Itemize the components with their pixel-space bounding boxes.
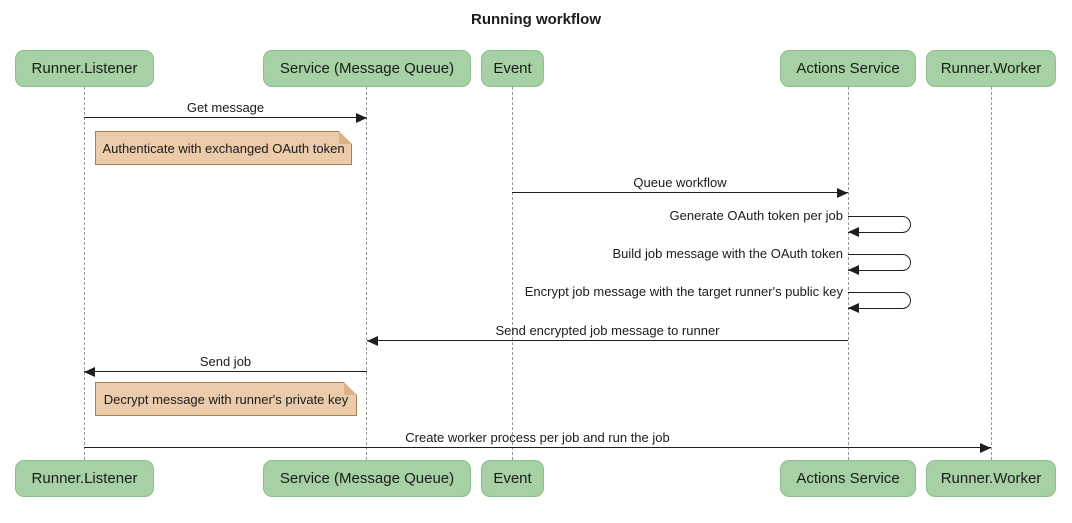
actor-top-service-message-queue: Service (Message Queue): [263, 50, 471, 87]
lifeline-runner-worker: [991, 87, 992, 460]
message-label-send-job: Send job: [199, 354, 252, 369]
lifeline-service-message-queue: [366, 87, 367, 460]
self-loop-generate-oauth-token: [848, 216, 911, 233]
actor-top-event: Event: [481, 50, 544, 87]
self-loop-encrypt-job-message: [848, 292, 911, 309]
actor-bottom-actions-service: Actions Service: [780, 460, 916, 497]
lifeline-runner-listener: [84, 87, 85, 460]
message-label-build-job-message: Build job message with the OAuth token: [612, 246, 843, 261]
message-label-encrypt-job-message: Encrypt job message with the target runn…: [524, 284, 843, 299]
message-label-get-message: Get message: [186, 100, 265, 115]
arrowhead-send-job: [84, 367, 95, 377]
actor-top-actions-service: Actions Service: [780, 50, 916, 87]
lifeline-event: [512, 87, 513, 460]
arrowhead-get-message: [356, 113, 367, 123]
arrowhead-queue-workflow: [837, 188, 848, 198]
diagram-title: Running workflow: [471, 11, 601, 28]
note-text: Decrypt message with runner's private ke…: [103, 391, 349, 407]
note-fold-corner: [339, 131, 352, 144]
note-text: Authenticate with exchanged OAuth token: [102, 140, 345, 156]
actor-bottom-service-message-queue: Service (Message Queue): [263, 460, 471, 497]
actor-bottom-runner-worker: Runner.Worker: [926, 460, 1056, 497]
arrowhead-send-encrypted-job: [367, 336, 378, 346]
actor-bottom-event: Event: [481, 460, 544, 497]
message-label-create-worker: Create worker process per job and run th…: [405, 430, 670, 445]
arrowhead-generate-oauth-token: [848, 227, 859, 237]
arrowhead-build-job-message: [848, 265, 859, 275]
note-authenticate-oauth: Authenticate with exchanged OAuth token: [95, 131, 352, 165]
actor-bottom-runner-listener: Runner.Listener: [15, 460, 154, 497]
arrowhead-encrypt-job-message: [848, 303, 859, 313]
note-decrypt-private-key: Decrypt message with runner's private ke…: [95, 382, 357, 416]
message-line-send-encrypted-job: [367, 340, 848, 341]
self-loop-build-job-message: [848, 254, 911, 271]
arrowhead-create-worker: [980, 443, 991, 453]
message-line-create-worker: [84, 447, 991, 448]
note-fold-corner: [344, 382, 357, 395]
message-label-generate-oauth-token: Generate OAuth token per job: [669, 208, 843, 223]
message-label-send-encrypted-job: Send encrypted job message to runner: [495, 323, 720, 338]
actor-top-runner-worker: Runner.Worker: [926, 50, 1056, 87]
message-line-send-job: [84, 371, 367, 372]
message-label-queue-workflow: Queue workflow: [633, 175, 727, 190]
message-line-get-message: [84, 117, 367, 118]
actor-top-runner-listener: Runner.Listener: [15, 50, 154, 87]
message-line-queue-workflow: [512, 192, 848, 193]
